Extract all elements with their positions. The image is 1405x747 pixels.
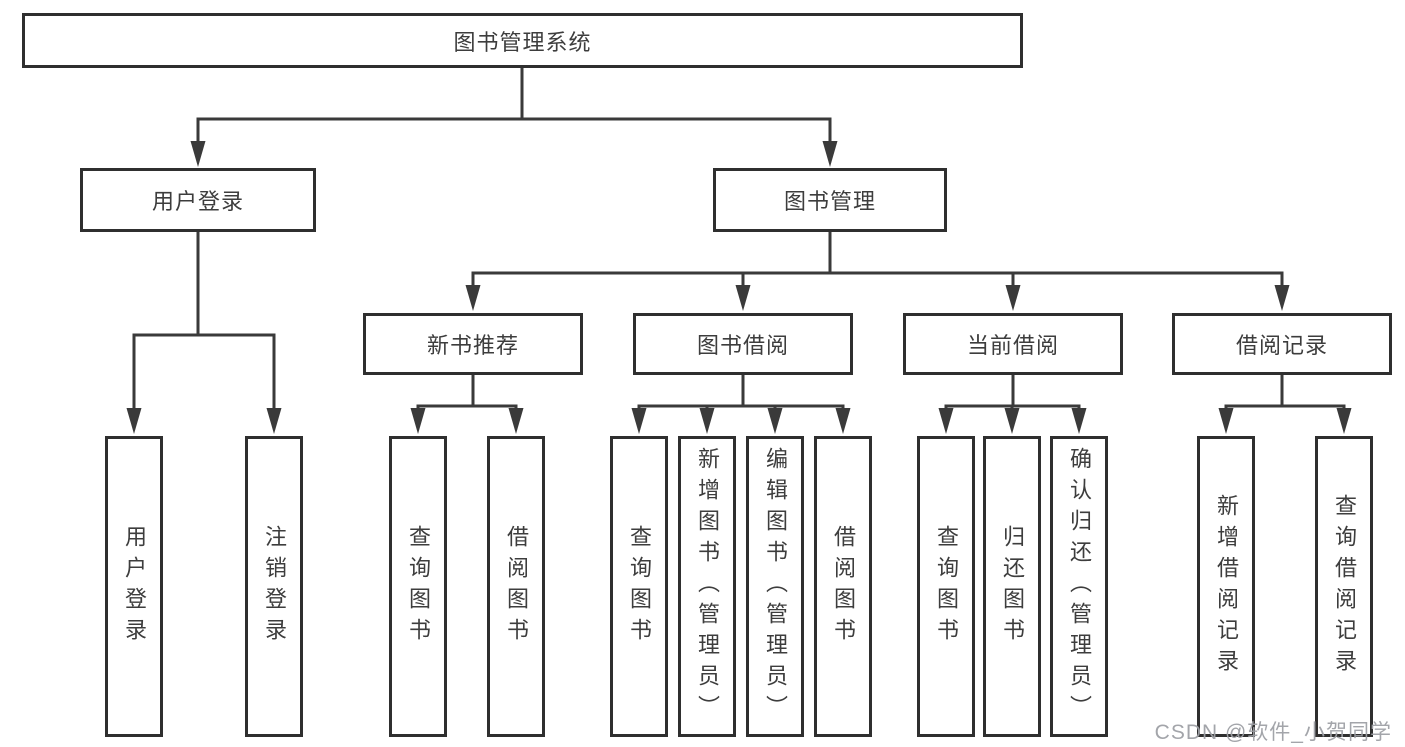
connector-root	[196, 68, 832, 146]
connector-borrow-record-branch	[1224, 374, 1346, 414]
arrowhead	[767, 408, 783, 434]
node-book-mgmt: 图书管理	[713, 168, 947, 232]
arrowhead	[938, 408, 954, 434]
node-leaf-return-books: 归还图书	[983, 436, 1041, 737]
arrowhead	[631, 408, 647, 434]
arrowhead	[699, 408, 715, 434]
arrowhead	[835, 408, 851, 434]
node-borrow-record: 借阅记录	[1172, 313, 1392, 375]
node-label: 归还图书	[1000, 524, 1025, 649]
watermark: CSDN @软件_小贺同学	[1154, 721, 1392, 744]
connector-user-login-branch	[132, 231, 276, 414]
node-book-mgmt-label: 图书管理	[783, 189, 876, 214]
node-label: 查询借阅记录	[1332, 493, 1357, 680]
node-book-borrow: 图书借阅	[633, 313, 853, 375]
node-root-label: 图书管理系统	[453, 29, 592, 55]
node-leaf-user-login: 用户登录	[105, 436, 163, 737]
node-label: 用户登录	[122, 524, 147, 649]
node-label: 注销登录	[262, 524, 287, 649]
node-current-borrow: 当前借阅	[903, 313, 1123, 375]
node-leaf-query-books-rec: 查询图书	[389, 436, 447, 737]
node-user-login-label: 用户登录	[151, 189, 244, 214]
node-leaf-query-books-borrow: 查询图书	[610, 436, 668, 737]
arrowhead	[508, 408, 524, 434]
node-label: 新增图书（管理员）	[695, 447, 720, 726]
node-new-book-rec: 新书推荐	[363, 313, 583, 375]
connector-book-borrow-branch	[637, 374, 845, 414]
connector-new-book-branch	[416, 374, 518, 414]
node-label: 借阅图书	[831, 524, 856, 649]
arrowhead	[1336, 408, 1352, 434]
arrowhead	[1218, 408, 1234, 434]
node-leaf-add-borrow-record: 新增借阅记录	[1197, 436, 1255, 737]
arrowhead	[822, 141, 838, 167]
node-label: 查询图书	[627, 524, 652, 649]
node-leaf-borrow-books-rec: 借阅图书	[487, 436, 545, 737]
node-leaf-edit-books-admin: 编辑图书（管理员）	[746, 436, 804, 737]
node-current-borrow-label: 当前借阅	[966, 333, 1059, 358]
node-new-book-rec-label: 新书推荐	[426, 333, 519, 358]
node-label: 借阅图书	[504, 524, 529, 649]
connector-book-mgmt-branch	[471, 231, 1284, 292]
arrowhead	[410, 408, 426, 434]
node-user-login: 用户登录	[80, 168, 316, 232]
node-leaf-borrow-books: 借阅图书	[814, 436, 872, 737]
node-label: 查询图书	[406, 524, 431, 649]
node-leaf-confirm-return-admin: 确认归还（管理员）	[1050, 436, 1108, 737]
arrowhead	[1274, 285, 1290, 311]
node-root: 图书管理系统	[22, 13, 1023, 68]
arrowhead	[126, 408, 142, 434]
arrowhead	[465, 285, 481, 311]
arrowhead	[190, 141, 206, 167]
arrowhead	[1005, 285, 1021, 311]
arrowhead	[1004, 408, 1020, 434]
node-label: 编辑图书（管理员）	[763, 447, 788, 726]
node-label: 查询图书	[934, 524, 959, 649]
node-leaf-add-books-admin: 新增图书（管理员）	[678, 436, 736, 737]
arrowhead	[266, 408, 282, 434]
arrowhead	[1071, 408, 1087, 434]
arrowhead	[735, 285, 751, 311]
node-leaf-query-borrow-record: 查询借阅记录	[1315, 436, 1373, 737]
node-leaf-query-books-current: 查询图书	[917, 436, 975, 737]
node-leaf-logout: 注销登录	[245, 436, 303, 737]
connector-current-borrow-branch	[944, 374, 1081, 414]
node-book-borrow-label: 图书借阅	[696, 333, 789, 358]
node-label: 确认归还（管理员）	[1067, 447, 1092, 726]
node-label: 新增借阅记录	[1214, 493, 1239, 680]
node-borrow-record-label: 借阅记录	[1235, 333, 1328, 358]
